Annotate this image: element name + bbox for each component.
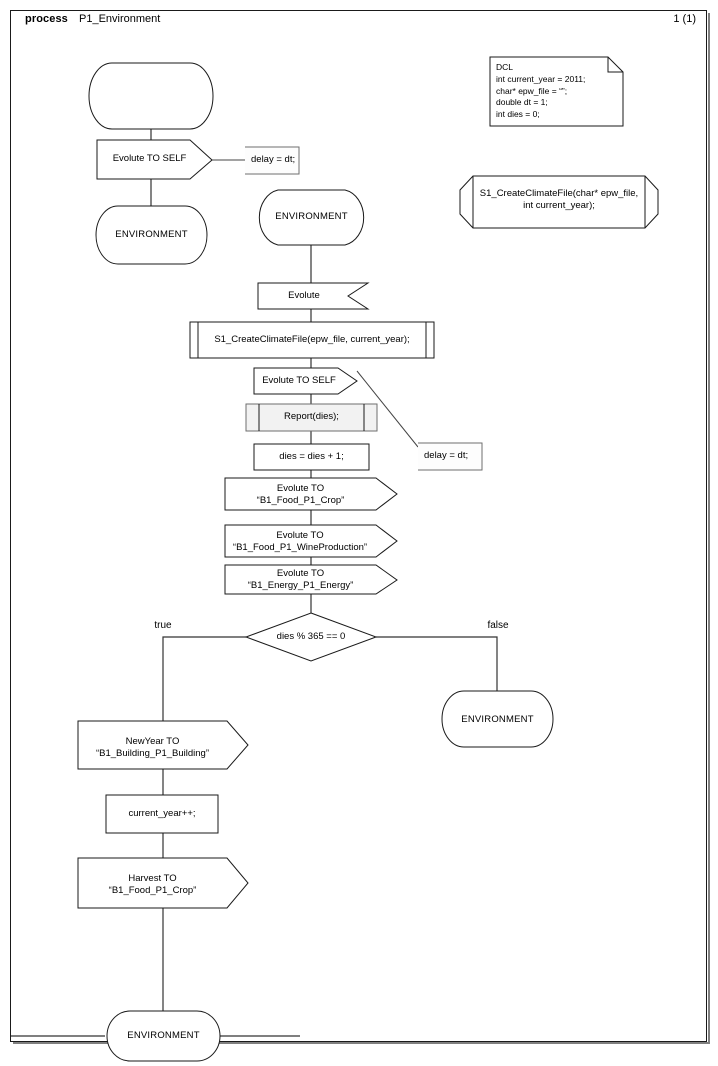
declaration-block-fold: [607, 57, 623, 73]
output-label-newyear-line2: “B1_Building_P1_Building”: [95, 748, 210, 759]
decision-symbol-dies-modulo[interactable]: [244, 612, 378, 662]
state-label-environment-top-left: ENVIRONMENT: [115, 229, 188, 240]
call-symbol-create-climate-file[interactable]: [189, 321, 435, 359]
call-label-create-climate-file: S1_CreateClimateFile(epw_file, current_y…: [214, 334, 410, 345]
input-label-evolute: Evolute: [288, 290, 320, 301]
start-state-symbol[interactable]: [88, 62, 214, 130]
procedure-declaration-label-line2: int current_year);: [523, 200, 595, 211]
output-label-evolute-to-self-mid: Evolute TO SELF: [262, 375, 336, 386]
comment-symbol-delay-mid[interactable]: [418, 442, 483, 471]
state-symbol-environment-main[interactable]: [258, 189, 365, 246]
input-symbol-evolute[interactable]: [257, 282, 370, 310]
state-symbol-environment-false[interactable]: [441, 690, 554, 748]
task-label-current-year: current_year++;: [128, 808, 196, 819]
task-symbol-dies-increment[interactable]: [253, 443, 370, 471]
output-symbol-evolute-energy[interactable]: [224, 564, 398, 595]
output-symbol-evolute-wine[interactable]: [224, 524, 398, 558]
connector-comment-mid: [356, 370, 419, 448]
output-symbol-evolute-crop[interactable]: [224, 477, 398, 511]
output-label-evolute-energy-line2: “B1_Energy_P1_Energy”: [247, 580, 354, 591]
procedure-declaration-label-line1: S1_CreateClimateFile(char* epw_file,: [479, 188, 639, 199]
output-label-evolute-energy-line1: Evolute TO: [276, 568, 325, 579]
task-label-dies-increment: dies = dies + 1;: [279, 451, 344, 462]
output-label-evolute-wine-line1: Evolute TO: [276, 530, 324, 541]
task-symbol-current-year[interactable]: [105, 794, 219, 834]
comment-symbol-delay-top[interactable]: [245, 146, 300, 175]
output-symbol-harvest-crop[interactable]: [77, 857, 249, 909]
output-label-evolute-crop-line2: “B1_Food_P1_Crop”: [256, 495, 345, 506]
connector-group: [11, 129, 498, 1037]
page-frame-shadow-bottom: [13, 1042, 710, 1044]
connector-decision-true: [162, 636, 246, 721]
call-symbol-report[interactable]: [245, 403, 378, 432]
call-label-report: Report(dies);: [284, 411, 339, 422]
output-symbol-newyear-building[interactable]: [77, 720, 249, 770]
comment-label-delay-top: delay = dt;: [251, 154, 296, 165]
page-frame-shadow-right: [708, 13, 710, 1044]
branch-label-true: true: [154, 620, 172, 631]
procedure-declaration-bars: [472, 176, 646, 228]
output-label-evolute-wine-line2: “B1_Food_P1_WineProduction”: [232, 542, 368, 553]
comment-label-delay-mid: delay = dt;: [424, 450, 469, 461]
output-label-evolute-crop-line1: Evolute TO: [276, 483, 325, 494]
output-label-harvest-line2: “B1_Food_P1_Crop”: [108, 885, 197, 896]
state-label-environment-false: ENVIRONMENT: [461, 714, 534, 725]
page-title: P1_Environment: [79, 13, 161, 25]
output-label-evolute-to-self-top: Evolute TO SELF: [112, 153, 187, 164]
declaration-block-text: DCL int current_year = 2011; char* epw_f…: [496, 62, 586, 120]
connector-decision-false: [376, 636, 498, 691]
state-label-environment-bottom: ENVIRONMENT: [127, 1030, 200, 1041]
decision-label-condition: dies % 365 == 0: [276, 631, 346, 642]
output-symbol-evolute-to-self-top[interactable]: [96, 139, 213, 180]
state-symbol-environment-top-left[interactable]: [95, 205, 208, 265]
branch-label-false: false: [487, 620, 509, 631]
page-frame-border: [10, 10, 707, 1042]
diagram-keyword: process: [25, 13, 68, 25]
output-label-harvest-line1: Harvest TO: [128, 873, 177, 884]
state-symbol-environment-bottom[interactable]: [106, 1010, 221, 1062]
page-number: 1 (1): [673, 13, 696, 25]
declaration-block-symbol[interactable]: [489, 56, 624, 127]
output-label-newyear-line1: NewYear TO: [125, 736, 180, 747]
output-symbol-evolute-to-self-mid[interactable]: [253, 367, 358, 395]
state-label-environment-main: ENVIRONMENT: [275, 211, 348, 222]
